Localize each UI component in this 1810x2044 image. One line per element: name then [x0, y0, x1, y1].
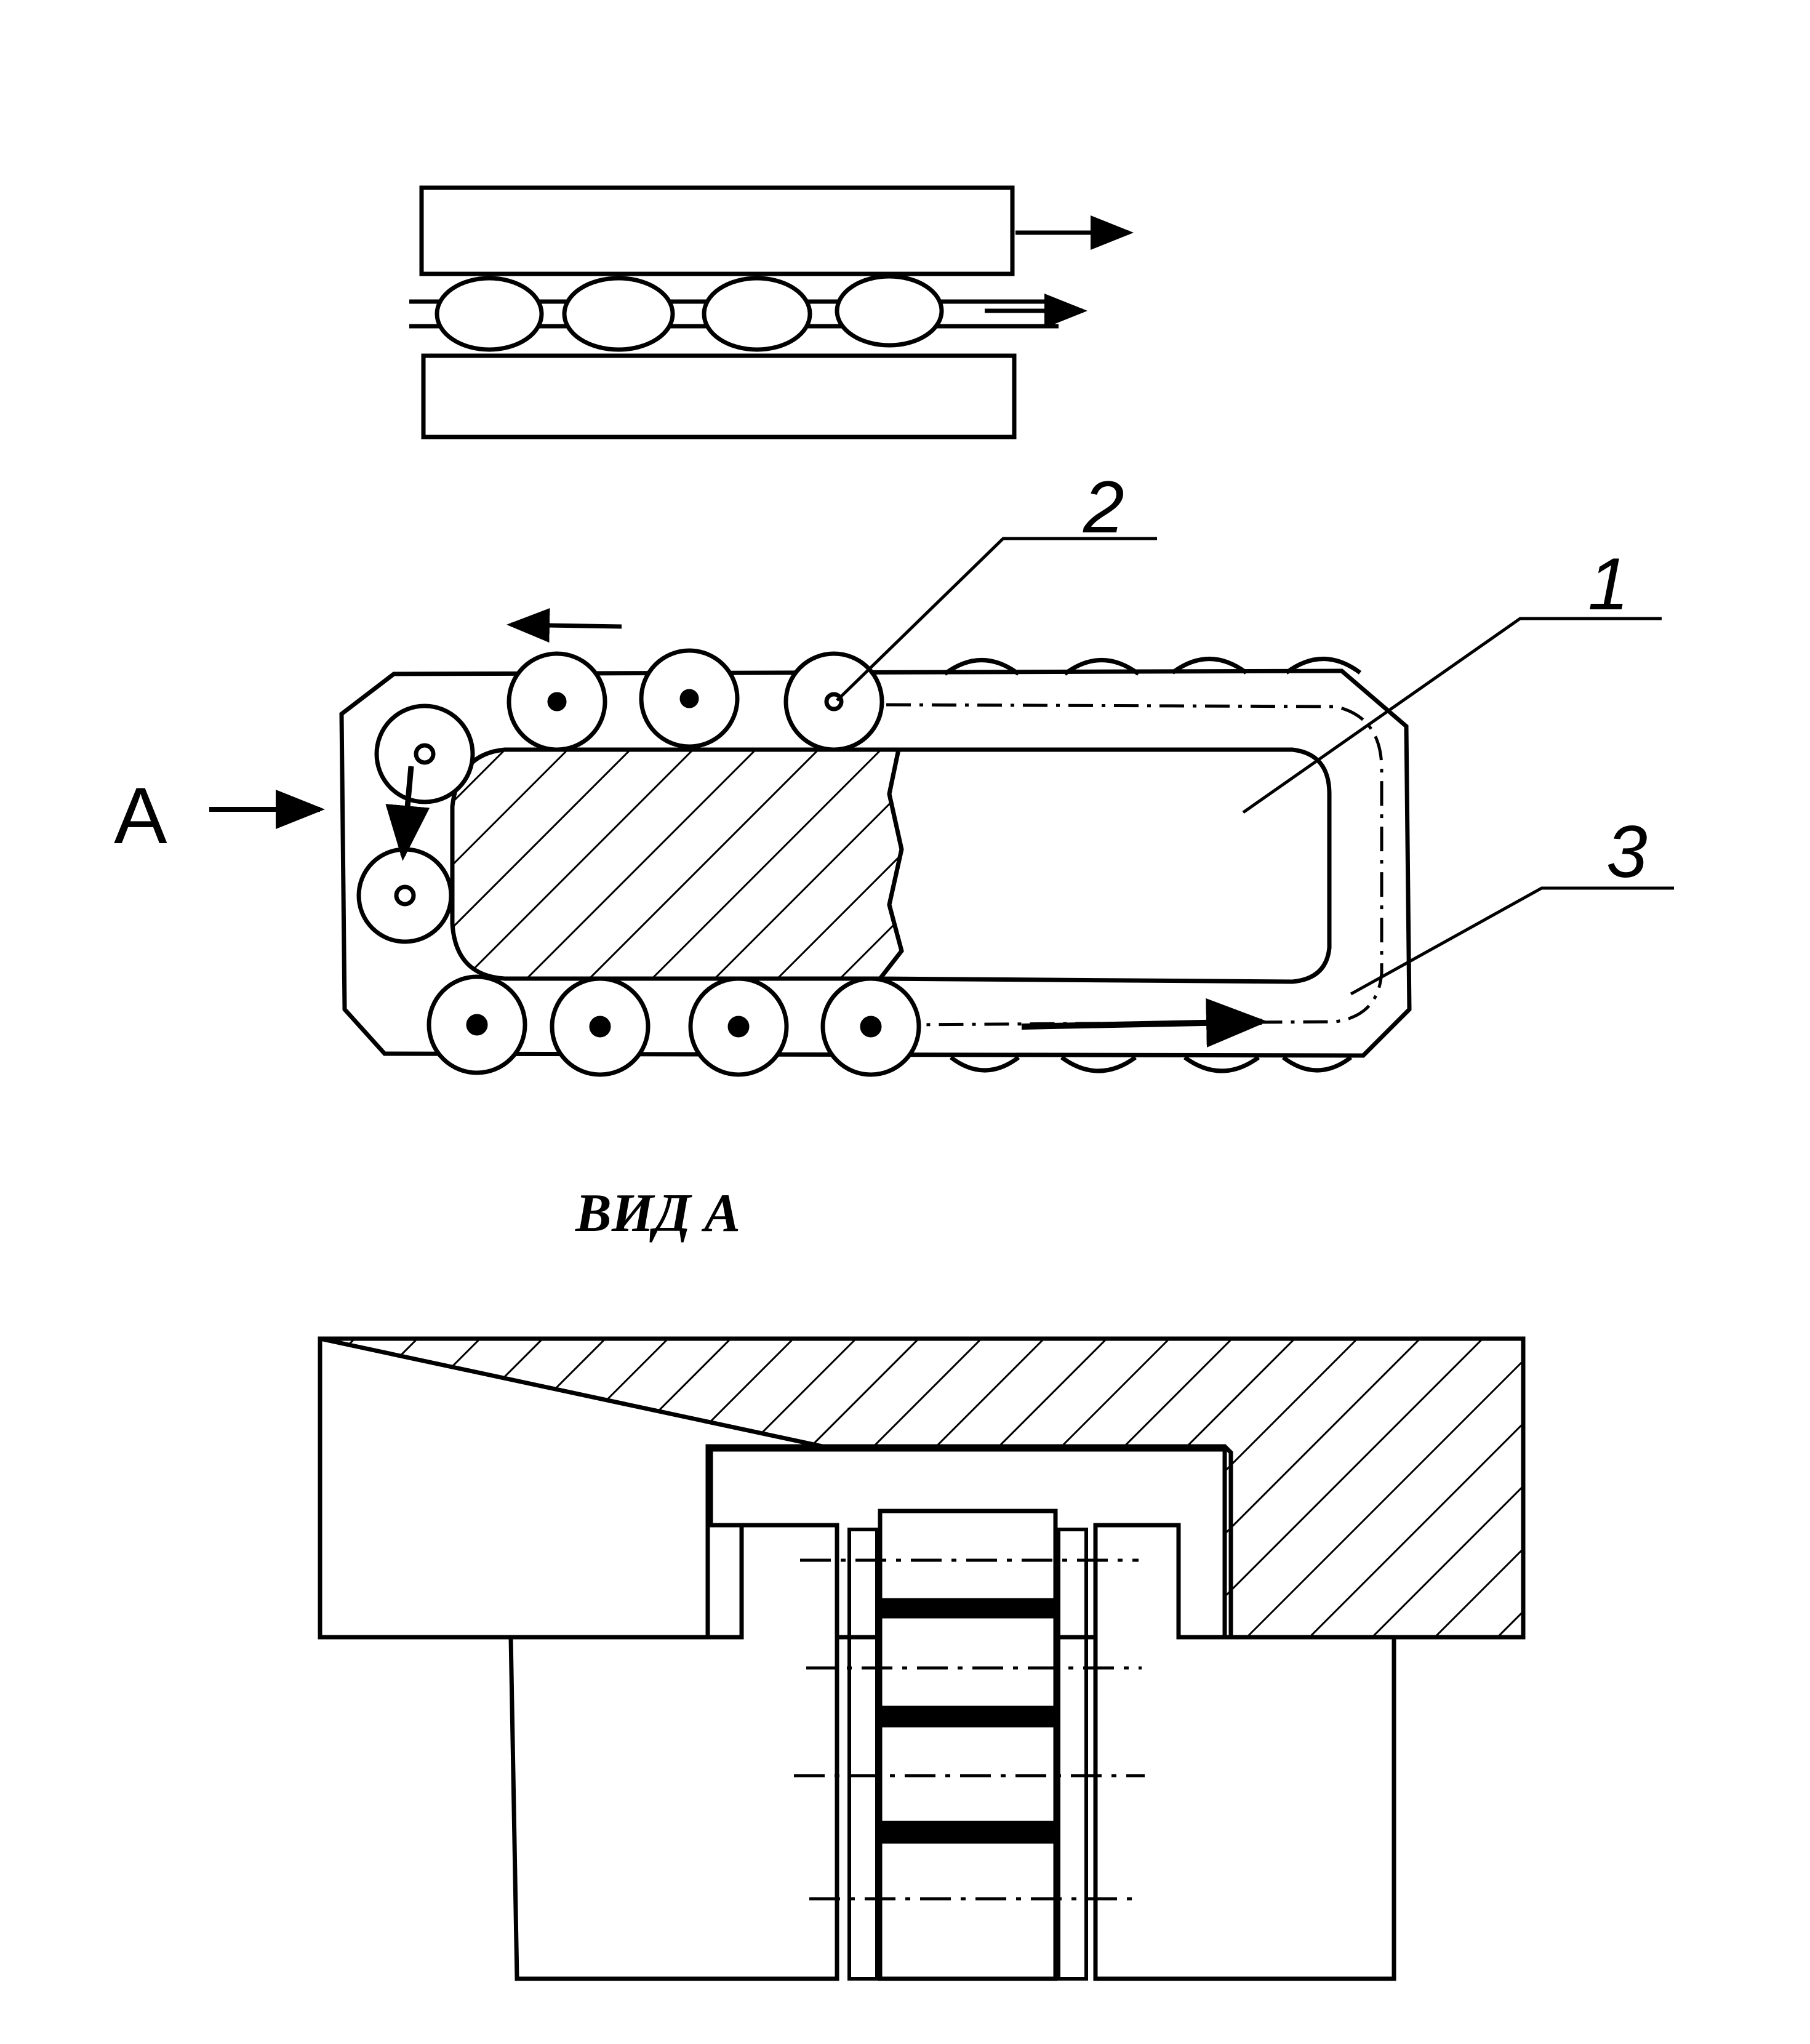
leader-line-1 — [1242, 617, 1662, 814]
leader-line-2 — [836, 537, 1157, 702]
roller-axle — [860, 1016, 882, 1038]
right-guide — [1093, 1523, 1396, 1981]
roller-hump — [1183, 1056, 1260, 1073]
middle-figure — [209, 537, 1674, 1077]
bushing-left — [847, 1528, 879, 1981]
roller-axle — [466, 1014, 488, 1036]
roller-axle — [394, 884, 416, 907]
view-caption: ВИД А — [575, 1184, 740, 1243]
roller-axle — [414, 743, 436, 765]
roller-hump — [1063, 658, 1140, 676]
bushing-right — [1057, 1528, 1088, 1981]
item-1-label: 1 — [1588, 543, 1629, 625]
roller-axle — [727, 1016, 750, 1038]
left-guide — [508, 1523, 839, 1981]
chain-roller — [434, 276, 544, 352]
core-cavity — [875, 747, 1332, 984]
roller-axle — [547, 692, 567, 711]
item-3-label: 3 — [1606, 811, 1648, 893]
leader-line-3 — [1350, 886, 1674, 996]
roller-hump — [1171, 657, 1248, 675]
roller-axle — [589, 1016, 611, 1038]
left-roller-group — [356, 703, 475, 944]
roller-axle — [679, 689, 699, 708]
top-roller-row — [507, 648, 1362, 752]
top-figure — [409, 185, 1134, 439]
roller-hump — [1281, 1056, 1353, 1073]
chain-roller — [835, 274, 944, 348]
roller-hump — [1284, 657, 1362, 675]
bushings — [847, 1528, 1088, 1981]
roller-hump — [949, 1056, 1020, 1073]
view-a-letter: A — [114, 771, 167, 860]
roller-hump — [943, 658, 1020, 676]
lower-plate — [421, 353, 1017, 439]
chain-link-block — [878, 1832, 1058, 1981]
bottom-roller-row — [426, 974, 1353, 1077]
upper-plate — [419, 185, 1015, 276]
chain-separator — [878, 1821, 1058, 1844]
bottom-figure — [318, 1336, 1526, 1981]
chain-separator — [878, 1598, 1058, 1619]
core-section-hatched — [450, 747, 904, 981]
chain-roller — [702, 276, 812, 352]
turn-arrow — [385, 766, 430, 861]
chain-link-block — [878, 1610, 1058, 1720]
chain-path — [886, 703, 1384, 1027]
item-2-label: 2 — [1083, 466, 1124, 548]
roller-hump — [1060, 1056, 1137, 1073]
top-run-arrow — [507, 608, 622, 643]
axis-lines — [794, 1558, 1145, 1901]
chain-separator — [878, 1705, 1058, 1728]
bottom-run-arrow — [1021, 998, 1268, 1048]
chain-roller — [562, 276, 675, 352]
